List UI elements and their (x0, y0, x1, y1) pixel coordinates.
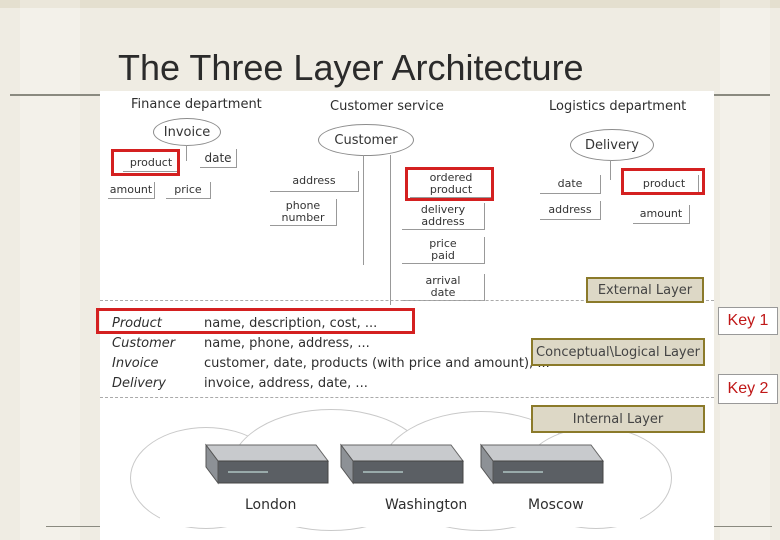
customer-entity: Customer (318, 124, 414, 156)
customer-dept-label: Customer service (330, 99, 444, 114)
diagram-panel: Finance department Invoice product date … (96, 91, 714, 540)
logistics-date-attr: date (540, 175, 601, 194)
finance-amount-attr: amount (108, 182, 155, 199)
customer-delivery-address-text: delivery address (420, 203, 466, 228)
server-icons (205, 443, 604, 485)
logistics-address-attr: address (540, 201, 601, 220)
finance-dept-label: Finance department (131, 97, 262, 112)
key-1-text: Key 1 (727, 312, 769, 329)
logistics-address-text: address (548, 203, 592, 216)
finance-date-attr: date (200, 149, 237, 168)
external-layer-text: External Layer (597, 282, 693, 298)
customer-ordered-product-text: ordered product (429, 171, 473, 196)
schema-row-value: name, phone, address, ... (204, 336, 370, 351)
finance-price-text: price (174, 183, 202, 196)
connector (363, 155, 364, 265)
top-band (0, 0, 780, 8)
finance-amount-text: amount (109, 183, 153, 196)
internal-layer-text: Internal Layer (572, 411, 664, 427)
server-label-london: London (245, 497, 297, 513)
finance-product-highlight (111, 149, 180, 176)
finance-product-text: product (129, 156, 173, 169)
schema-row-name: Invoice (112, 356, 159, 371)
key-1-label: Key 1 (718, 307, 778, 335)
server-icon (340, 443, 464, 485)
logistics-product-text: product (642, 177, 686, 190)
title-rule-right (660, 94, 770, 96)
schema-row-name: Customer (112, 336, 176, 351)
slide-title: The Three Layer Architecture (118, 47, 584, 88)
bottom-rule-left (46, 526, 106, 527)
customer-ordered-product-attr: ordered product (410, 171, 493, 198)
connector (610, 160, 611, 180)
logistics-dept-label: Logistics department (549, 99, 687, 114)
server-icon (480, 443, 604, 485)
customer-phone-attr: phone number (270, 199, 337, 226)
schema-row-name: Product (112, 316, 162, 331)
key-2-label: Key 2 (718, 374, 778, 404)
delivery-entity-label: Delivery (585, 137, 639, 153)
customer-address-text: address (292, 174, 336, 187)
external-layer-label: External Layer (586, 277, 704, 303)
schema-row-value: customer, date, products (with price and… (204, 356, 550, 371)
customer-arrival-date-text: arrival date (425, 274, 461, 299)
logistics-amount-attr: amount (633, 205, 690, 224)
invoice-entity: Invoice (153, 118, 221, 146)
customer-entity-label: Customer (334, 132, 398, 148)
server-label-moscow: Moscow (528, 497, 584, 513)
logistics-product-highlight (621, 168, 705, 195)
layer-separator (100, 397, 714, 398)
schema-row-value: name, description, cost, ... (204, 316, 378, 331)
bg-stripe (720, 0, 770, 540)
finance-product-attr: product (123, 155, 180, 172)
schema-row-value: invoice, address, date, ... (204, 376, 368, 391)
conceptual-layer-label: Conceptual\Logical Layer (531, 338, 705, 366)
internal-layer-label: Internal Layer (531, 405, 705, 433)
title-rule-left (10, 94, 120, 96)
conceptual-layer-text: Conceptual\Logical Layer (536, 344, 700, 360)
layer-separator (100, 300, 714, 301)
ordered-product-highlight (405, 167, 494, 201)
customer-arrival-date-attr: arrival date (402, 274, 485, 301)
customer-delivery-address-attr: delivery address (402, 203, 485, 230)
bottom-rule-right (712, 526, 772, 527)
server-icon (205, 443, 329, 485)
customer-phone-text: phone number (281, 199, 325, 224)
bg-stripe (20, 0, 80, 540)
logistics-date-text: date (557, 177, 583, 190)
customer-price-paid-attr: price paid (402, 237, 485, 264)
delivery-entity: Delivery (570, 129, 654, 161)
schema-row-name: Delivery (112, 376, 166, 391)
invoice-entity-label: Invoice (163, 124, 211, 140)
key-2-text: Key 2 (727, 380, 769, 397)
finance-date-text: date (204, 151, 232, 165)
logistics-amount-text: amount (639, 207, 683, 220)
connector (390, 155, 391, 305)
customer-address-attr: address (270, 171, 359, 192)
connector (186, 145, 187, 161)
customer-price-paid-text: price paid (429, 237, 457, 262)
product-row-highlight (96, 308, 415, 334)
server-label-washington: Washington (385, 497, 468, 513)
finance-price-attr: price (166, 182, 211, 199)
